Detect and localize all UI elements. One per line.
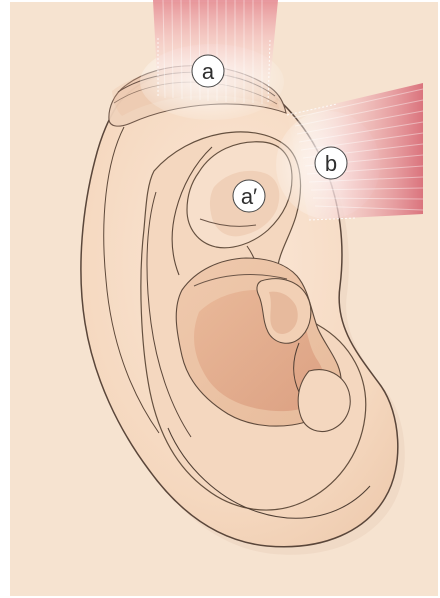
label-a: a — [202, 59, 215, 84]
label-b: b — [325, 151, 337, 176]
beam-a — [153, 0, 278, 104]
label-a-prime: a′ — [241, 184, 257, 209]
label-b-callout: b — [315, 147, 347, 179]
label-a-prime-callout: a′ — [233, 180, 265, 212]
label-a-callout: a — [192, 55, 224, 87]
beam-b — [287, 83, 423, 220]
